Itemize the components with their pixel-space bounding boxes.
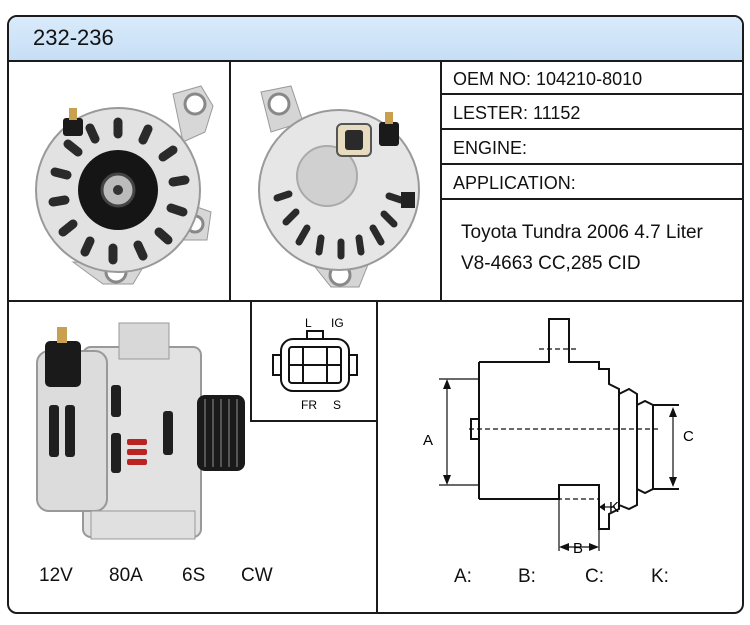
divider bbox=[376, 300, 378, 612]
divider bbox=[440, 198, 742, 200]
header-bar: 232-236 bbox=[9, 17, 742, 62]
engine-label: ENGINE: bbox=[453, 138, 528, 158]
dimension-k-value: K: bbox=[651, 566, 669, 587]
connector-label-ig: IG bbox=[331, 316, 344, 330]
application-text: Toyota Tundra 2006 4.7 Liter V8-4663 CC,… bbox=[461, 217, 741, 279]
rotation-value: CW bbox=[241, 565, 273, 586]
dimension-letter-c: C bbox=[683, 428, 694, 445]
dimension-c-value: C: bbox=[585, 566, 604, 587]
alternator-front-photo bbox=[35, 85, 214, 285]
application-line-1: Toyota Tundra 2006 4.7 Liter bbox=[461, 222, 703, 243]
dimension-letter-a: A bbox=[423, 432, 433, 449]
divider bbox=[9, 300, 742, 302]
voltage-value: 12V bbox=[39, 565, 73, 586]
lester-number: LESTER: 11152 bbox=[453, 103, 581, 123]
amperage-value: 80A bbox=[109, 565, 143, 586]
application-line-2: V8-4663 CC,285 CID bbox=[461, 253, 641, 274]
connector-label-s: S bbox=[333, 398, 341, 412]
connector-diagram: L IG FR S bbox=[272, 316, 358, 412]
divider bbox=[440, 93, 742, 95]
dimension-a-value: A: bbox=[454, 566, 472, 587]
divider bbox=[250, 420, 378, 422]
alternator-rear-photo bbox=[258, 85, 420, 288]
dimension-letter-k: K bbox=[609, 499, 619, 516]
alternator-side-photo bbox=[36, 322, 245, 540]
spec-sheet: 232-236 OEM NO: 104210-8010 LESTER: 1115… bbox=[7, 15, 744, 614]
divider bbox=[250, 300, 252, 422]
divider bbox=[440, 163, 742, 165]
divider bbox=[229, 60, 231, 302]
dimension-diagram: A C B K bbox=[423, 318, 694, 557]
application-label: APPLICATION: bbox=[453, 173, 576, 193]
connector-label-l: L bbox=[305, 316, 312, 330]
divider bbox=[440, 128, 742, 130]
dimension-letter-b: B bbox=[573, 540, 583, 557]
dimension-b-value: B: bbox=[518, 566, 536, 587]
divider bbox=[440, 60, 442, 302]
oem-number: OEM NO: 104210-8010 bbox=[453, 69, 643, 89]
connector-label-fr: FR bbox=[301, 398, 317, 412]
part-number: 232-236 bbox=[33, 25, 114, 50]
groove-value: 6S bbox=[182, 565, 206, 586]
